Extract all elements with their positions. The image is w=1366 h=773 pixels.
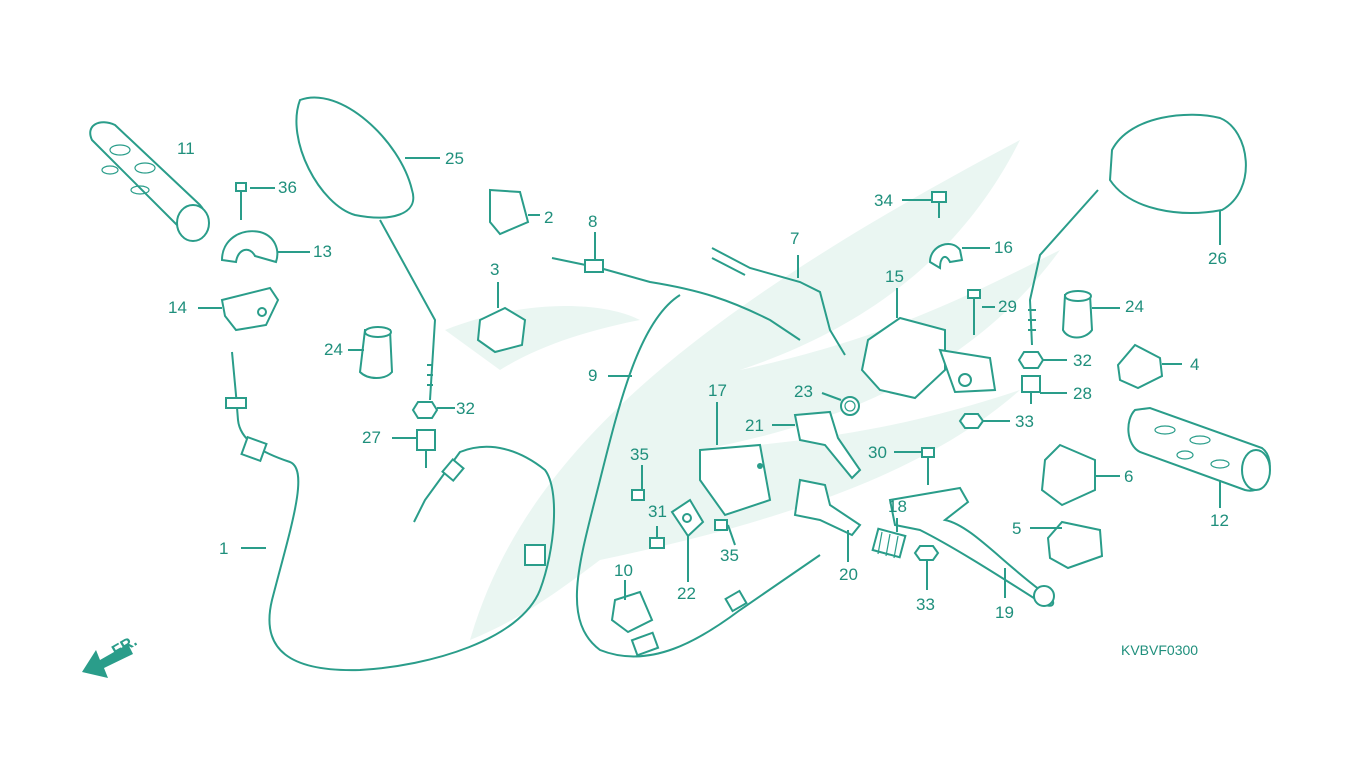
callout-5: 5 [1012,519,1022,538]
housing-14-part [198,286,280,332]
callout-22: 22 [677,584,696,603]
housing-13-part [220,230,310,264]
callout-36: 36 [278,178,297,197]
bolt-30-part [894,447,935,485]
callout-9: 9 [588,366,598,385]
boot-24-right-part [1061,290,1120,339]
right-grip-part [1127,406,1271,508]
callout-25: 25 [445,149,464,168]
callout-32-right: 32 [1073,351,1092,370]
boot-24-left-part [348,326,394,379]
callout-35-upper: 35 [630,445,649,464]
callout-10: 10 [614,561,633,580]
callout-14: 14 [168,298,187,317]
throttle-cable-part [225,351,556,672]
callout-16: 16 [994,238,1013,257]
callout-13: 13 [313,242,332,261]
callout-8: 8 [588,212,598,231]
nut-28-part [1021,375,1067,404]
callout-12: 12 [1210,511,1229,530]
callout-27: 27 [362,428,381,447]
clamp-10-part [610,580,654,634]
callout-21: 21 [745,416,764,435]
nut-33-upper-part [958,413,1010,429]
left-grip-part [89,121,210,242]
lever-19-part [888,486,1055,607]
callout-15: 15 [885,267,904,286]
callout-23: 23 [794,382,813,401]
callout-4: 4 [1190,355,1200,374]
clamp-16-part [928,243,990,270]
bolt-29-part [967,289,995,335]
callout-32-left: 32 [456,399,475,418]
cable-8-part [551,232,801,341]
callout-33-lower: 33 [916,595,935,614]
nut-27-part [392,429,436,468]
diagram-code: KVBVF0300 [1121,642,1199,658]
callout-7: 7 [790,229,800,248]
callout-24-right: 24 [1125,297,1144,316]
switch-6-part [1040,443,1120,507]
callout-11: 11 [177,139,195,158]
callout-19: 19 [995,603,1014,622]
callout-34: 34 [874,191,893,210]
callout-29: 29 [998,297,1017,316]
callout-24-left: 24 [324,340,343,359]
right-mirror-part [1028,113,1247,346]
switch-2-part [489,188,540,236]
plate-22-part [670,498,705,582]
callout-35-lower: 35 [720,546,739,565]
wire-harness-7-part [711,247,846,356]
spring-23-part [821,392,860,416]
bracket-21-part [772,410,862,480]
callout-26: 26 [1208,249,1227,268]
callout-17: 17 [708,381,727,400]
nut-32-left-part [411,401,455,419]
callout-28: 28 [1073,384,1092,403]
bolt-34-part [902,191,947,218]
callout-18: 18 [888,497,907,516]
spring-18-part [871,518,907,559]
screw-36-part [235,182,275,220]
callout-2: 2 [544,208,554,227]
nut-33-lower-part [913,545,940,590]
callout-1: 1 [219,539,229,558]
callout-20: 20 [839,565,858,584]
switch-4-part [1116,343,1182,390]
plate-17-part [699,402,772,517]
callout-6: 6 [1124,467,1134,486]
front-direction-arrow [82,644,133,678]
nut-32-right-part [1017,351,1067,369]
switch-5-part [1030,520,1104,570]
screw-35-upper-part [631,465,645,501]
callout-3: 3 [490,260,500,279]
switch-3-part [476,282,527,354]
screw-35-lower-part [714,519,736,546]
callout-33-upper: 33 [1015,412,1034,431]
switch-body-15-part [860,288,997,400]
bracket-20-part [793,478,862,562]
screw-31-part [649,526,665,549]
left-mirror-part [295,96,440,401]
callout-31: 31 [648,502,667,521]
cable-9-part [575,294,821,658]
callout-30: 30 [868,443,887,462]
